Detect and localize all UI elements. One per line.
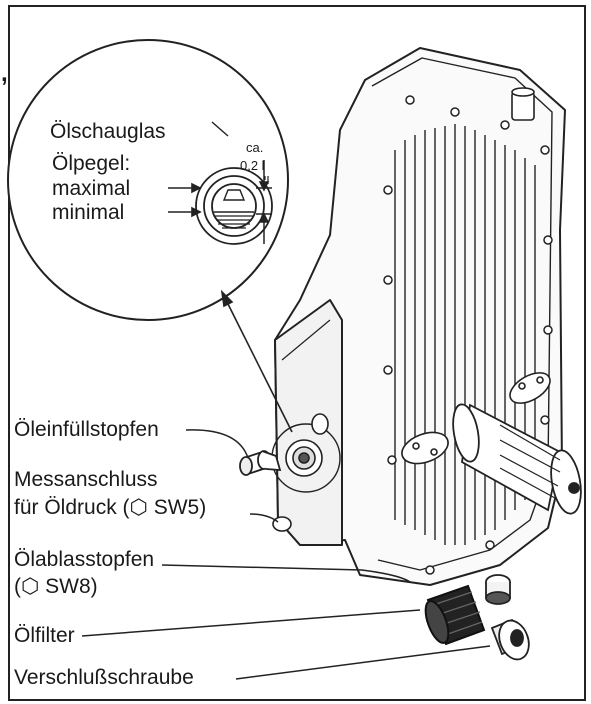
- screw-plug-label: Verschlußschraube: [14, 666, 194, 689]
- cooling-ribs: [394, 124, 536, 545]
- capacity-prefix: ca.: [246, 140, 264, 155]
- leader-lines: [81, 429, 491, 680]
- drain-plug-label-1: Ölablasstopfen: [14, 548, 155, 571]
- fill-plug: [239, 450, 282, 476]
- zoom-circle: [7, 39, 289, 321]
- capacity-value: 0,2 l: [240, 158, 265, 173]
- output-shaft: [452, 403, 582, 515]
- frame-border: [8, 5, 586, 701]
- min-level-label: minimal: [52, 201, 125, 224]
- level-arrows: [168, 182, 202, 218]
- oil-filter-label: Ölfilter: [14, 624, 75, 647]
- sight-glass-title: Ölschauglas: [50, 120, 166, 143]
- drain-plug: [485, 574, 511, 605]
- sight-glass-on-housing: [271, 423, 341, 493]
- zoom-arrow: [220, 289, 293, 433]
- max-level-label: maximal: [52, 177, 131, 200]
- capacity-bracket: [211, 121, 272, 244]
- pressure-port-label-2: für Öldruck (⬡ SW5): [14, 496, 207, 519]
- flange-plates: [401, 372, 551, 465]
- screw-plug: [490, 618, 530, 661]
- oil-level-label: Ölpegel:: [52, 152, 131, 175]
- pressure-port-label-1: Messanschluss: [14, 468, 158, 491]
- sight-glass-detail: [195, 167, 273, 245]
- oil-filter: [424, 584, 486, 646]
- margin-mark: ,: [1, 60, 8, 87]
- housing-bolts: [383, 95, 553, 575]
- pressure-port: [272, 413, 329, 532]
- fill-plug-label: Öleinfüllstopfen: [14, 418, 159, 441]
- gearbox-housing: [274, 47, 566, 586]
- drain-plug-label-2: (⬡ SW8): [14, 575, 98, 598]
- breather-cap: [511, 87, 535, 121]
